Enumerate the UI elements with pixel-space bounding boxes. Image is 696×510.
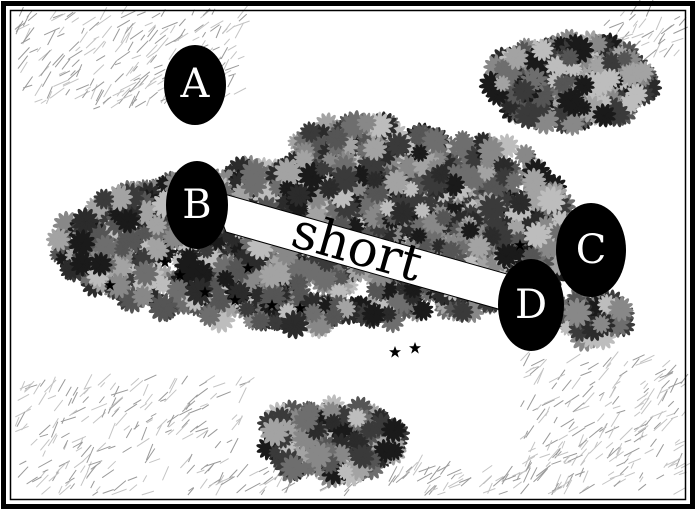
node-a[interactable]: A	[164, 45, 226, 125]
svg-text:A: A	[180, 61, 211, 107]
svg-text:B: B	[182, 182, 211, 228]
svg-text:C: C	[576, 227, 607, 273]
svg-text:D: D	[515, 282, 547, 328]
node-b[interactable]: B	[166, 161, 228, 249]
node-c[interactable]: C	[556, 203, 626, 297]
node-d[interactable]: D	[498, 259, 564, 351]
